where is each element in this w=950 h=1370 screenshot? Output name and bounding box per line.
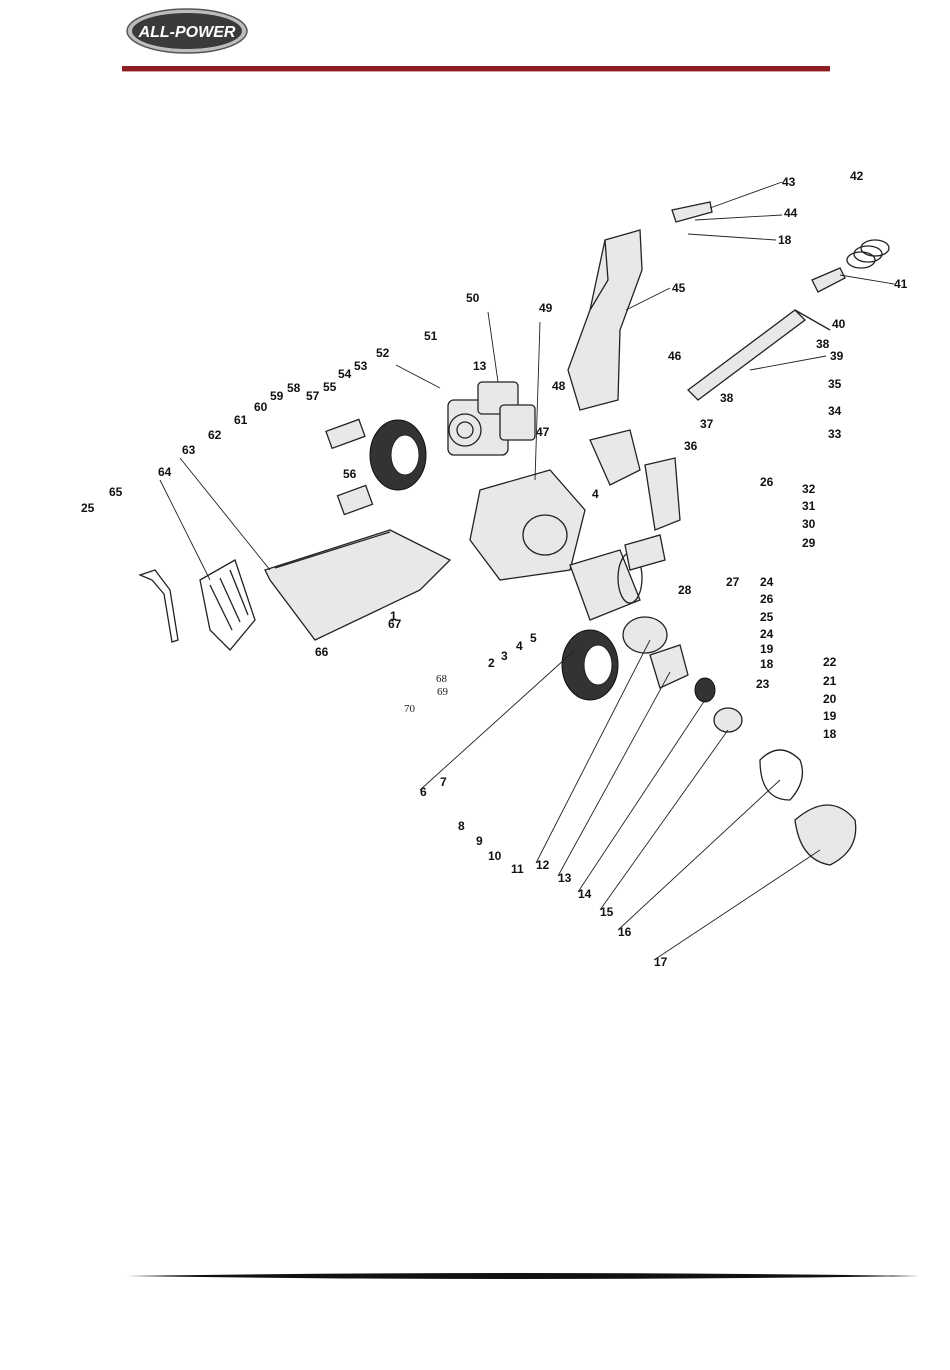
label-42: 42 (850, 169, 864, 183)
label-37: 37 (700, 417, 714, 431)
label-5: 5 (530, 631, 537, 645)
exploded-parts-diagram: 1 2 3 4 4 5 6 7 8 9 10 11 12 13 13 14 15… (60, 160, 940, 980)
label-2: 2 (488, 656, 495, 670)
label-16: 16 (618, 925, 632, 939)
label-63: 63 (182, 443, 196, 457)
wheel-lower (562, 630, 618, 700)
label-47: 47 (536, 425, 550, 439)
hopper-grille (200, 560, 255, 650)
label-7: 7 (440, 775, 447, 789)
label-12: 12 (536, 858, 550, 872)
label-45: 45 (672, 281, 686, 295)
frame-housing (470, 470, 585, 580)
label-18-b: 18 (823, 727, 837, 741)
label-36: 36 (684, 439, 698, 453)
label-39: 39 (830, 349, 844, 363)
label-17: 17 (654, 955, 668, 969)
label-25-left: 25 (81, 501, 95, 515)
label-4-lower: 4 (516, 639, 523, 653)
header-rule (122, 66, 830, 72)
label-51: 51 (424, 329, 438, 343)
label-57: 57 (306, 389, 320, 403)
label-38-b: 38 (816, 337, 830, 351)
label-18-a: 18 (760, 657, 774, 671)
feed-handle (140, 570, 178, 642)
discharge-chute (568, 230, 642, 410)
label-25-right: 25 (760, 610, 774, 624)
bearing (695, 678, 715, 702)
label-13-upper: 13 (473, 359, 487, 373)
engine (448, 382, 535, 455)
label-11: 11 (511, 862, 524, 876)
label-27: 27 (726, 575, 740, 589)
label-23: 23 (756, 677, 770, 691)
all-power-logo: ALL-POWER (126, 8, 248, 54)
label-33: 33 (828, 427, 842, 441)
label-21: 21 (823, 674, 837, 688)
disc (623, 617, 667, 653)
bracket-right (590, 430, 640, 485)
label-31: 31 (802, 499, 816, 513)
label-18-top: 18 (778, 233, 792, 247)
label-24-b: 24 (760, 627, 774, 641)
side-plate (326, 419, 365, 448)
label-4-upper: 4 (592, 487, 599, 501)
label-3: 3 (501, 649, 508, 663)
label-46: 46 (668, 349, 682, 363)
label-66: 66 (315, 645, 329, 659)
label-53: 53 (354, 359, 368, 373)
inner-plate (337, 485, 372, 514)
label-62: 62 (208, 428, 222, 442)
logo-text: ALL-POWER (138, 24, 236, 41)
hopper (265, 530, 450, 640)
label-60: 60 (254, 400, 268, 414)
label-19-a: 19 (760, 642, 774, 656)
belt-cover (795, 805, 856, 865)
label-8: 8 (458, 819, 465, 833)
spring (847, 240, 889, 268)
label-70: 70 (404, 703, 416, 715)
label-38-a: 38 (720, 391, 734, 405)
label-69: 69 (437, 686, 449, 698)
wheel-upper (370, 420, 426, 490)
label-19-b: 19 (823, 709, 837, 723)
handle-tube (688, 310, 830, 400)
label-67: 67 (388, 617, 402, 631)
label-32: 32 (802, 482, 816, 496)
pulley (714, 708, 742, 732)
label-61: 61 (234, 413, 248, 427)
label-30: 30 (802, 517, 816, 531)
label-49: 49 (539, 301, 553, 315)
label-34: 34 (828, 404, 842, 418)
knife-plate (625, 535, 665, 570)
label-43: 43 (782, 175, 796, 189)
label-29: 29 (802, 536, 816, 550)
footer-rule (124, 1271, 920, 1281)
label-24-a: 24 (760, 575, 774, 589)
label-35: 35 (828, 377, 842, 391)
support-bracket (645, 458, 680, 530)
label-59: 59 (270, 389, 284, 403)
label-10: 10 (488, 849, 502, 863)
label-28: 28 (678, 583, 692, 597)
label-26-lower: 26 (760, 592, 774, 606)
label-48: 48 (552, 379, 566, 393)
handle-grip (812, 268, 845, 292)
label-55: 55 (323, 380, 337, 394)
label-9: 9 (476, 834, 483, 848)
label-65: 65 (109, 485, 123, 499)
label-22: 22 (823, 655, 837, 669)
label-68: 68 (436, 673, 448, 685)
label-50: 50 (466, 291, 480, 305)
label-52: 52 (376, 346, 390, 360)
label-26-upper: 26 (760, 475, 774, 489)
label-44: 44 (784, 206, 798, 220)
label-64: 64 (158, 465, 172, 479)
label-40: 40 (832, 317, 846, 331)
label-58: 58 (287, 381, 301, 395)
label-20: 20 (823, 692, 837, 706)
label-41: 41 (894, 277, 908, 291)
label-56: 56 (343, 467, 357, 481)
label-54: 54 (338, 367, 352, 381)
